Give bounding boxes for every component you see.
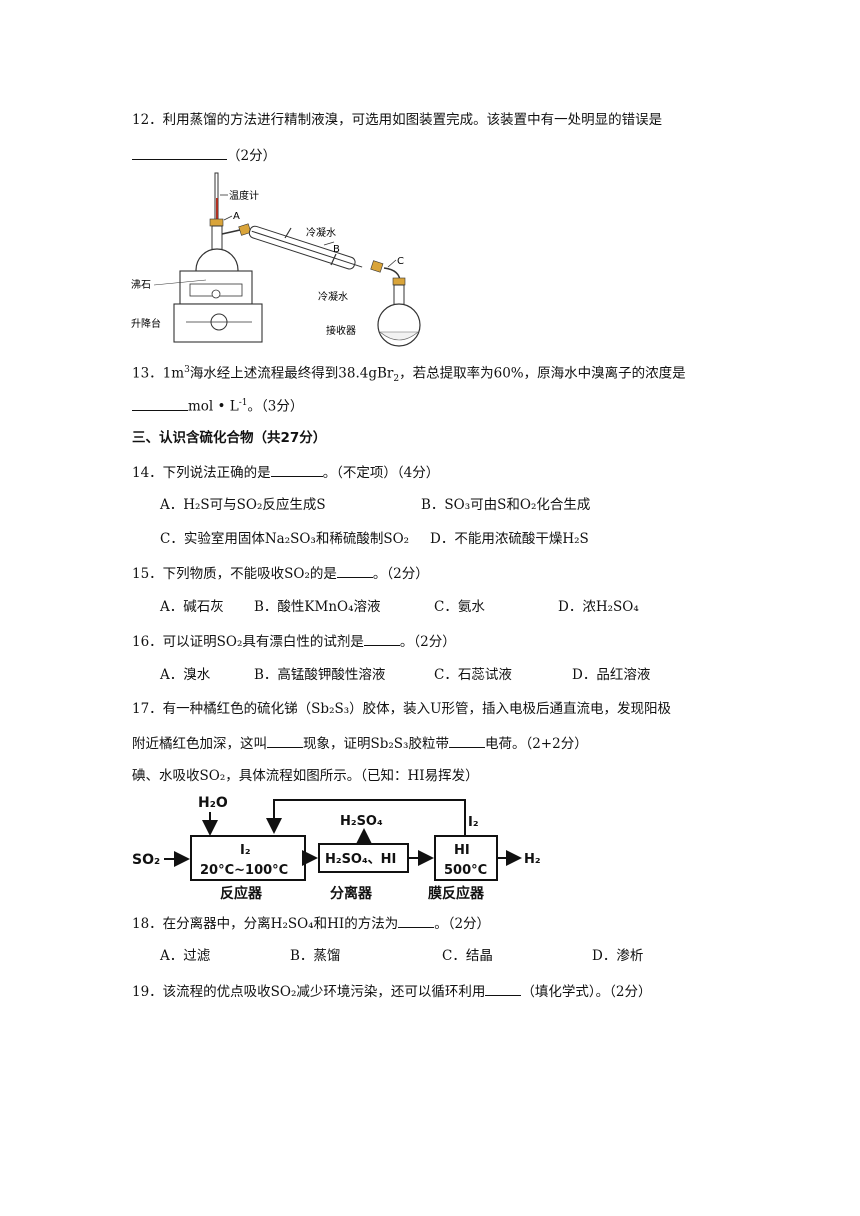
separator-box (318, 843, 409, 873)
q14-option-d[interactable]: D．不能用浓硫酸干燥H₂S (430, 531, 589, 547)
reactor-i2-label: I₂ (240, 843, 251, 858)
q16-option-a[interactable]: A．溴水 (160, 667, 211, 683)
q13-stem: 13．1m3海水经上述流程最终得到38.4gBr2，若总提取率为60%，原海水中… (132, 365, 686, 385)
q15-option-a[interactable]: A．碱石灰 (160, 599, 224, 615)
i2-recycle-label: I₂ (468, 815, 479, 830)
q18-option-b[interactable]: B．蒸馏 (290, 948, 341, 964)
membrane-reactor-box (434, 835, 498, 881)
q14-option-c[interactable]: C．实验室用固体Na₂SO₃和稀硫酸制SO₂ (160, 531, 410, 547)
membrane-hi-label: HI (454, 843, 470, 858)
label-a: A (233, 211, 240, 222)
q14-option-b[interactable]: B．SO₃可由S和O₂化合生成 (421, 497, 591, 513)
answer-blank[interactable] (398, 913, 435, 928)
section-heading: 三、认识含硫化合物（共27分） (132, 430, 327, 446)
membrane-reactor-label: 膜反应器 (428, 885, 485, 902)
q16-option-c[interactable]: C．石蕊试液 (434, 667, 512, 683)
label-c: C (397, 256, 404, 267)
reactor-box (190, 835, 306, 881)
q13-answer-line: mol • L-1。（3分） (132, 393, 303, 417)
answer-blank[interactable] (336, 563, 373, 578)
q16-option-d[interactable]: D．品红溶液 (572, 667, 651, 683)
h2-output-label: H₂ (524, 852, 541, 867)
reactor-temperature: 20°C~100°C (200, 863, 288, 878)
q15-option-d[interactable]: D．浓H₂SO₄ (558, 599, 639, 615)
q12-stem: 12．利用蒸馏的方法进行精制液溴，可选用如图装置完成。该装置中有一处明显的错误是 (132, 112, 663, 128)
answer-blank[interactable] (485, 981, 522, 996)
q18-option-c[interactable]: C．结晶 (442, 948, 493, 964)
q14-stem: 14．下列说法正确的是。（不定项）（4分） (132, 462, 439, 483)
so2-input-label: SO₂ (132, 852, 160, 868)
label-water-in: 冷凝水 (306, 226, 336, 239)
q16-option-b[interactable]: B．高锰酸钾酸性溶液 (254, 667, 386, 683)
label-thermometer: 温度计 (229, 189, 259, 202)
iodine-sulfur-cycle-flowchart: H₂O SO₂ I₂ 20°C~100°C 反应器 H₂SO₄、HI 分离器 H… (132, 795, 541, 902)
q15-option-b[interactable]: B．酸性KMnO₄溶液 (254, 599, 381, 615)
answer-blank[interactable] (132, 145, 227, 160)
q18-stem: 18．在分离器中，分离H₂SO₄和HI的方法为。（2分） (132, 913, 490, 934)
q14-option-a[interactable]: A．H₂S可与SO₂反应生成S (160, 497, 326, 513)
answer-blank[interactable] (448, 733, 485, 748)
answer-blank[interactable] (363, 631, 400, 646)
q17-stem-line2: 附近橘红色加深，这叫现象，证明Sb₂S₃胶粒带电荷。（2+2分） (132, 733, 588, 754)
flow-intro: 碘、水吸收SO₂，具体流程如图所示。（已知：HI易挥发） (132, 768, 479, 784)
answer-blank[interactable] (132, 396, 188, 411)
label-boiling-chip: 沸石 (131, 278, 151, 291)
h2o-input-label: H₂O (198, 795, 228, 811)
q15-option-c[interactable]: C．氨水 (434, 599, 485, 615)
label-lift-platform: 升降台 (131, 317, 161, 330)
q16-stem: 16．可以证明SO₂具有漂白性的试剂是。（2分） (132, 631, 456, 652)
h2so4-output-label: H₂SO₄ (340, 814, 383, 829)
separator-contents: H₂SO₄、HI (325, 852, 396, 867)
q15-stem: 15．下列物质，不能吸收SO₂的是。（2分） (132, 563, 429, 584)
q19-stem: 19．该流程的优点吸收SO₂减少环境污染，还可以循环利用（填化学式）。（2分） (132, 981, 652, 1002)
answer-blank[interactable] (270, 462, 323, 477)
distillation-apparatus-figure: 温度计 A 冷凝水 B 冷凝水 C 接收器 沸石 升降台 (131, 172, 421, 347)
reactor-label: 反应器 (220, 885, 263, 902)
answer-blank[interactable] (267, 733, 303, 748)
label-water-out: 冷凝水 (318, 290, 348, 303)
q18-option-a[interactable]: A．过滤 (160, 948, 211, 964)
separator-label: 分离器 (330, 885, 373, 902)
q17-stem-line1: 17．有一种橘红色的硫化锑（Sb₂S₃）胶体，装入U形管，插入电极后通直流电，发… (132, 701, 672, 717)
label-receiver: 接收器 (326, 324, 356, 337)
membrane-temperature: 500°C (444, 863, 487, 878)
q18-option-d[interactable]: D．渗析 (592, 948, 644, 964)
q12-answer-line: （2分） (132, 145, 276, 166)
label-b: B (333, 244, 340, 255)
